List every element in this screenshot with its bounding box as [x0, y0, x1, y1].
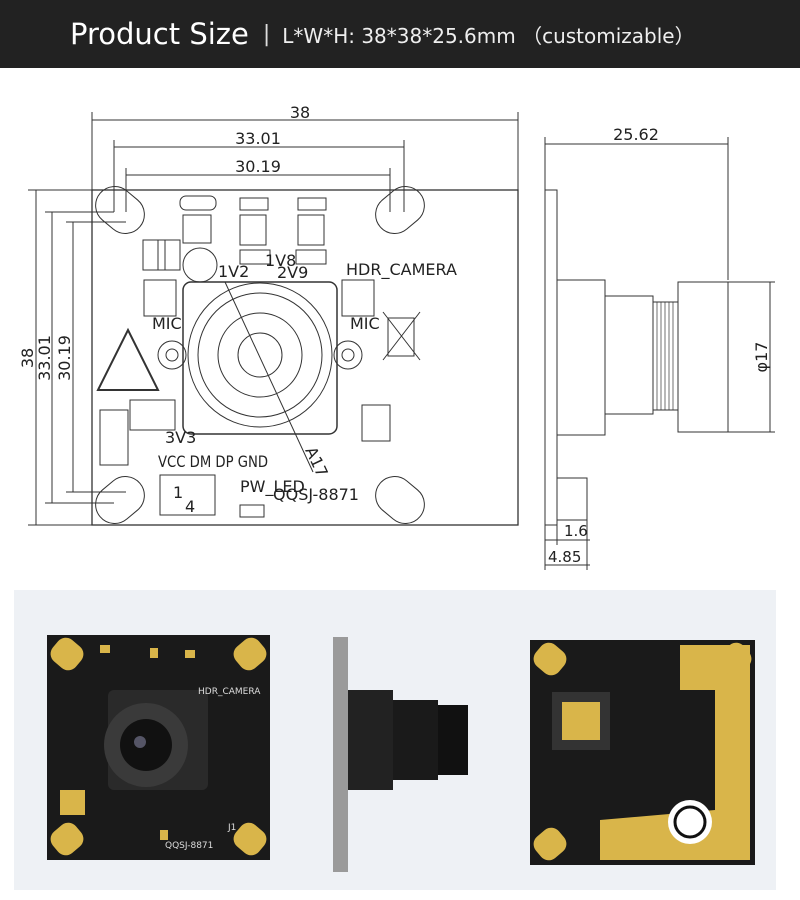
silk-3v3: 3V3	[165, 428, 196, 447]
dim-mid-height: 33.01	[35, 335, 54, 381]
silk-usb-pins: VCC DM DP GND	[158, 452, 268, 471]
dim-mid-width: 33.01	[235, 129, 281, 148]
silk-1v2: 1V2	[218, 262, 249, 281]
back-board-photo	[530, 640, 755, 865]
side-board-photo	[333, 637, 468, 872]
front-board-photo: HDR_CAMERA QQSJ-8871 J1	[47, 635, 270, 860]
dim-inner-width: 30.19	[235, 157, 281, 176]
page-title: Product Size	[70, 17, 249, 51]
silk-pin-1: 1	[173, 483, 183, 502]
front-view-drawing: 38 33.01 30.19 38 33.01 30.19 1V2 1V8 2V…	[18, 103, 775, 570]
photo-silk-j1: J1	[227, 823, 236, 833]
photo-silk-hdr: HDR_CAMERA	[198, 687, 261, 697]
silk-pin-4: 4	[185, 497, 195, 516]
header-bar: Product Size | L*W*H: 38*38*25.6mm （cust…	[0, 0, 800, 68]
silk-mic-right: MIC	[350, 314, 380, 333]
silk-mic-left: MIC	[152, 314, 182, 333]
silk-hdr-camera: HDR_CAMERA	[346, 260, 457, 280]
silk-2v9: 2V9	[277, 263, 308, 282]
dim-side-width: 25.62	[613, 125, 659, 144]
dim-inner-height: 30.19	[55, 335, 74, 381]
title-separator: |	[262, 21, 271, 47]
dim-outer-height: 38	[18, 348, 37, 368]
dim-pcb-thickness: 1.6	[564, 522, 588, 540]
silk-a17: A17	[301, 444, 331, 480]
silk-model: QQSJ-8871	[273, 485, 359, 504]
dim-depth: 4.85	[548, 548, 581, 566]
silk-pw-led: PW_LED	[240, 477, 305, 497]
dim-lens-diameter: φ17	[752, 342, 771, 373]
size-spec: L*W*H: 38*38*25.6mm （customizable）	[282, 23, 695, 48]
dim-outer-width: 38	[290, 103, 310, 122]
product-photos-panel: HDR_CAMERA QQSJ-8871 J1	[14, 590, 776, 890]
photo-silk-model: QQSJ-8871	[165, 841, 213, 851]
silk-1v8: 1V8	[265, 251, 296, 270]
